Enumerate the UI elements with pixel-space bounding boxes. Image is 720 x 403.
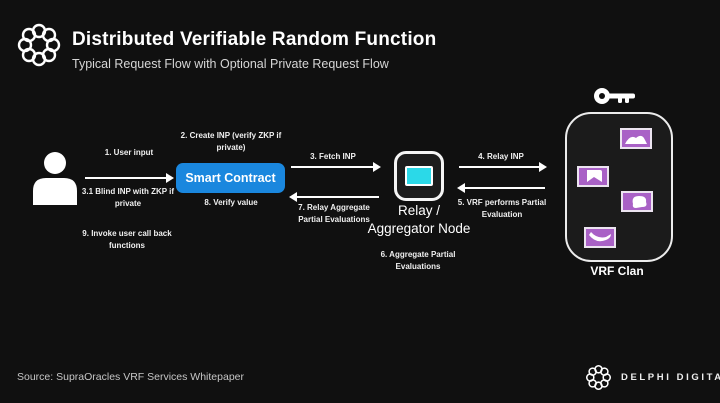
relay-node-label: Relay / Aggregator Node [367, 203, 471, 236]
page-subtitle: Typical Request Flow with Optional Priva… [72, 57, 389, 71]
label-step3-1: 3.1 Blind INP with ZKP if private [81, 187, 175, 208]
brand-wordmark: DELPHI DIGITAL [621, 372, 720, 383]
relay-aggregator-node [394, 151, 444, 201]
vrf-member-glyph [625, 135, 647, 144]
arrow-user-to-contract [85, 173, 174, 183]
smart-contract-label: Smart Contract [185, 171, 276, 185]
vrf-member-glyph [632, 196, 647, 208]
vrf-member-glyph [589, 232, 611, 242]
smart-contract-node: Smart Contract [176, 163, 285, 193]
delphi-digital-brand: DELPHI DIGITAL [585, 364, 720, 391]
arrow-relay-to-vrf [459, 162, 547, 172]
label-step1: 1. User input [104, 148, 154, 157]
arrow-contract-to-relay [291, 162, 381, 172]
label-step5: 5. VRF performs Partial Evaluation [457, 198, 547, 219]
label-step2: 2. Create INP (verify ZKP if private) [180, 131, 282, 152]
vrf-member-glyph [587, 170, 602, 182]
label-step4: 4. Relay INP [478, 152, 524, 161]
user-icon [33, 152, 77, 205]
vrf-member-tile [620, 128, 652, 149]
vrf-member-tile [621, 191, 653, 212]
label-step9: 9. Invoke user call back functions [82, 229, 172, 250]
arrow-vrf-to-relay [457, 183, 545, 193]
delphi-knot-logo-icon [585, 364, 612, 391]
label-step3: 3. Fetch INP [310, 152, 356, 161]
arrow-relay-to-contract [289, 192, 379, 202]
label-step6: 6. Aggregate Partial Evaluations [380, 250, 456, 271]
delphi-knot-logo-icon [17, 23, 61, 67]
vrf-member-tile [584, 227, 616, 248]
vrf-clan-box [565, 112, 673, 262]
page-title: Distributed Verifiable Random Function [72, 29, 437, 50]
key-icon [594, 88, 635, 104]
label-step8: 8. Verify value [204, 198, 258, 207]
source-credit: Source: SupraOracles VRF Services Whitep… [17, 371, 245, 383]
label-step7: 7. Relay Aggregate Partial Evaluations [298, 203, 370, 224]
vrf-member-tile [577, 166, 609, 187]
vrf-clan-label: VRF Clan [590, 264, 644, 278]
relay-display-icon [405, 166, 433, 186]
